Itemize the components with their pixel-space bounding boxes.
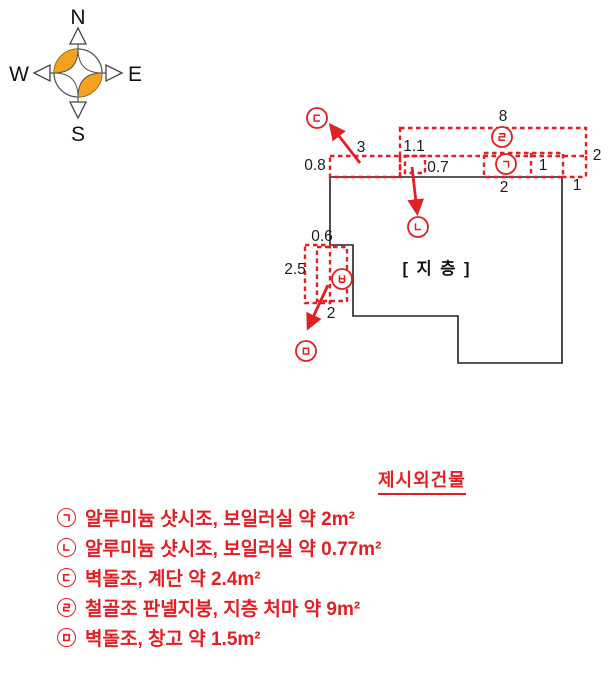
dim-boiler-b-height: 0.7: [427, 159, 449, 176]
boiler-b-rect: [403, 154, 427, 175]
legend-item-rieul: 철골조 판넬지붕, 지층 처마 약 9m²: [57, 592, 381, 622]
arrow-to-mieum: [306, 284, 330, 331]
legend-marker-rieul-icon: [57, 597, 76, 617]
stair-rect: [328, 154, 402, 179]
marker-rieul-icon: [491, 126, 513, 148]
building-outline: [329, 176, 563, 364]
floor-label: [ 지 층 ]: [402, 259, 471, 278]
legend-marker-giyeok-icon: [57, 507, 76, 527]
compass-north-arrow-icon: [68, 26, 88, 45]
legend-item-text: 알루미늄 샷시조, 보일러실 약 0.77m²: [85, 538, 382, 560]
eave-rect: [398, 126, 588, 158]
boiler-a-rect: [482, 151, 565, 179]
compass-rose: N S W E: [9, 6, 142, 146]
compass-east-arrow-icon: [105, 63, 124, 83]
legend-item-mieum: 벽돌조, 창고 약 1.5m²: [57, 622, 381, 652]
dim-notch-width: 0.6: [311, 228, 333, 245]
dim-stair-top: 3: [357, 139, 366, 156]
legend-marker-digeut-icon: [57, 567, 76, 587]
compass-label-south: S: [71, 123, 85, 146]
marker-digeut-icon: [306, 107, 328, 129]
dim-eave-top: 8: [499, 108, 508, 125]
legend-item-text: 알루미늄 샷시조, 보일러실 약 2m²: [85, 508, 355, 530]
marker-giyeok-icon: [495, 153, 517, 175]
storage-rect-outer: [303, 243, 332, 305]
floor-plan: 8 2 3 0.8 1.1 0.7 1 2 1 0.6 2.5 2 [ 지 층 …: [284, 107, 602, 364]
legend-title: 제시외건물: [378, 466, 466, 495]
dim-stair-left: 0.8: [304, 157, 326, 174]
compass-label-east: E: [128, 63, 142, 86]
arrow-to-nieun: [407, 166, 425, 217]
compass-label-west: W: [9, 63, 29, 86]
legend-marker-nieun-icon: [57, 537, 76, 557]
dim-storage-width: 2: [327, 305, 336, 322]
dim-boiler-b-width: 1.1: [403, 138, 425, 155]
dim-boiler-a-width: 2: [500, 179, 509, 196]
compass-star-outline: [53, 48, 103, 98]
marker-nieun-icon: [407, 216, 429, 238]
legend-item-digeut: 벽돌조, 계단 약 2.4m²: [57, 562, 381, 592]
legend-item-nieun: 알루미늄 샷시조, 보일러실 약 0.77m²: [57, 532, 381, 562]
dim-storage-height: 2.5: [284, 261, 306, 278]
compass-west-arrow-icon: [32, 63, 51, 83]
dim-eave-right: 2: [593, 147, 602, 164]
dim-eave-overhang: 1: [573, 177, 582, 194]
marker-mieum-icon: [295, 340, 317, 362]
legend-item-text: 철골조 판넬지붕, 지층 처마 약 9m²: [85, 598, 361, 620]
legend-marker-mieum-icon: [57, 627, 76, 647]
dim-boiler-a-inner: 1: [539, 157, 548, 174]
legend-item-text: 벽돌조, 계단 약 2.4m²: [85, 568, 261, 590]
marker-bieup-icon: [331, 268, 353, 290]
legend-item-text: 벽돌조, 창고 약 1.5m²: [85, 628, 261, 650]
legend-item-giyeok: 알루미늄 샷시조, 보일러실 약 2m²: [57, 502, 381, 532]
compass-label-north: N: [70, 6, 85, 29]
compass-south-arrow-icon: [68, 101, 88, 120]
arrow-to-digeut: [328, 123, 362, 164]
plan-markers: [295, 107, 517, 362]
legend-list: 알루미늄 샷시조, 보일러실 약 2m² 알루미늄 샷시조, 보일러실 약 0.…: [57, 502, 381, 652]
